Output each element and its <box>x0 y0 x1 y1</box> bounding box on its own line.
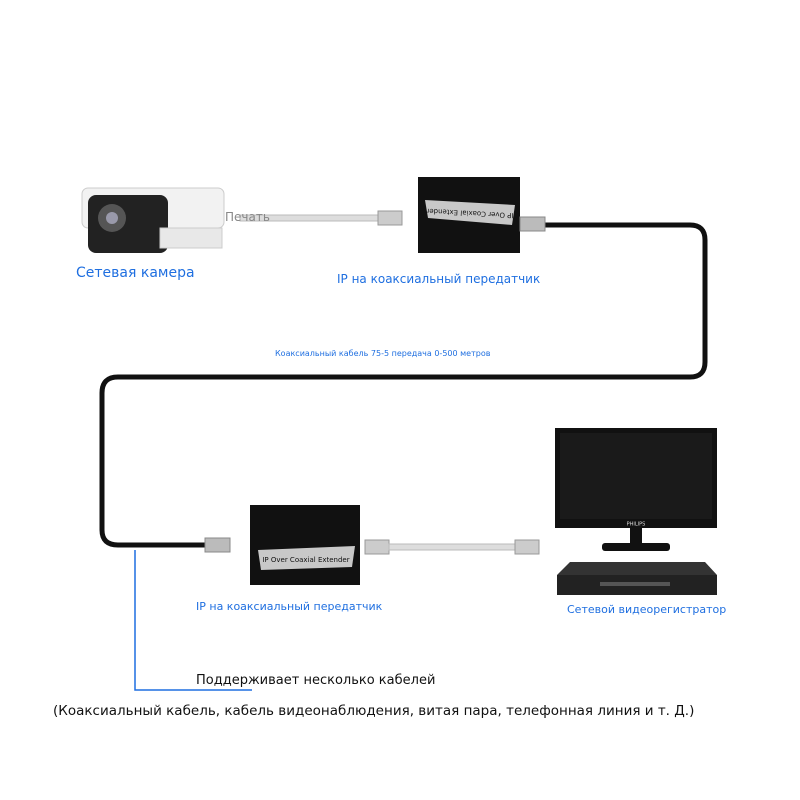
camera-label: Сетевая камера <box>76 265 195 281</box>
nvr-icon <box>557 562 717 595</box>
rj45-connector-icon <box>364 539 390 555</box>
extender-bottom-icon: IP Over Coaxial Extender <box>204 505 360 585</box>
extender-top-icon: IP Over Coaxial Extender <box>418 177 546 253</box>
extender-bottom-plate: IP Over Coaxial Extender <box>262 556 349 564</box>
coax-cable-label: Коаксиальный кабель 75-5 передача 0-500 … <box>275 349 491 358</box>
ethernet-cable-bottom <box>388 543 518 551</box>
monitor-brand-logo: PHILIPS <box>627 522 646 528</box>
camera-icon <box>81 187 225 253</box>
support-details: (Коаксиальный кабель, кабель видеонаблюд… <box>53 703 695 719</box>
monitor-icon: PHILIPS <box>555 428 717 551</box>
support-indicator-line <box>134 550 252 691</box>
transmitter-top-label: IP на коаксиальный передатчик <box>337 272 541 286</box>
camera-cable-label: Печать <box>225 210 270 224</box>
transmitter-bottom-label: IP на коаксиальный передатчик <box>196 600 383 613</box>
rj45-connector-icon <box>377 210 403 226</box>
coax-cable <box>99 222 708 548</box>
support-title: Поддерживает несколько кабелей <box>196 673 436 688</box>
rj45-connector-icon <box>514 539 540 555</box>
nvr-label: Сетевой видеорегистратор <box>567 603 727 616</box>
